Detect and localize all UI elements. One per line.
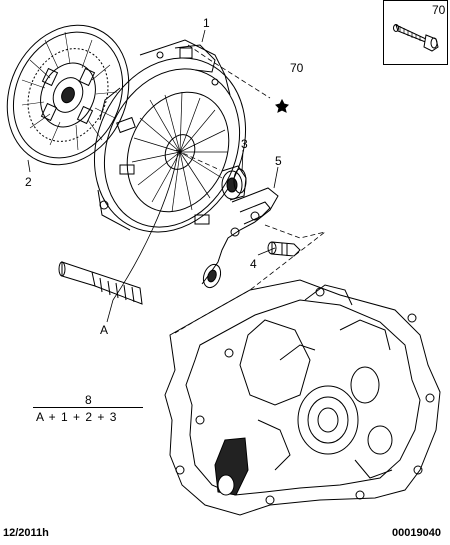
pivot-bolt	[267, 241, 301, 257]
release-fork	[201, 187, 279, 289]
leader-lines	[27, 29, 279, 323]
formula-divider	[33, 407, 143, 408]
formula-numerator: 8	[85, 393, 92, 407]
gearbox-housing	[164, 279, 441, 516]
callout-2: 2	[25, 175, 32, 189]
callout-4: 4	[250, 257, 257, 271]
callout-1: 1	[203, 16, 210, 30]
footer-date: 12/2011h	[3, 527, 49, 539]
pressure-plate	[93, 39, 247, 233]
callout-3: 3	[241, 137, 248, 151]
alignment-lines	[174, 44, 326, 334]
centering-shaft	[58, 261, 143, 305]
formula-sum: A + 1 + 2 + 3	[36, 410, 118, 424]
release-bearing	[221, 165, 247, 201]
callout-70: 70	[290, 61, 304, 75]
clutch-disc	[6, 24, 130, 166]
bolt-icon	[393, 24, 439, 52]
marker-star-icon	[275, 98, 289, 113]
footer-reference: 00019040	[392, 527, 441, 539]
callout-a: A	[100, 323, 109, 337]
callout-5: 5	[275, 154, 282, 168]
inset-label: 70	[432, 3, 446, 17]
bolt-inset: 70	[383, 0, 448, 65]
